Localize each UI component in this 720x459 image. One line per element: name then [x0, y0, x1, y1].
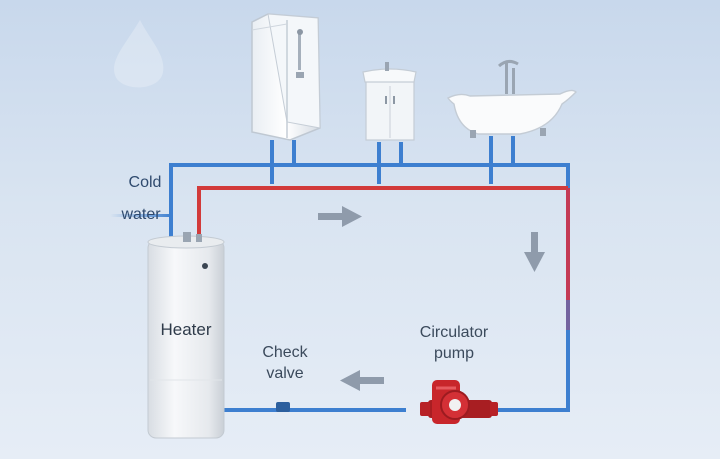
cold-pipes [110, 136, 570, 412]
check-valve-icon [276, 402, 290, 412]
cold-water-label-line1: Cold [128, 174, 162, 191]
background-drop-icon [114, 20, 164, 88]
flow-arrow-down [524, 232, 545, 272]
flow-arrow-left [340, 370, 384, 391]
shower-icon [251, 13, 321, 141]
check-valve-label-line2: valve [266, 365, 304, 382]
circulator-pump-label-line1: Circulator [419, 324, 489, 341]
bathtub-icon [446, 59, 577, 138]
circulator-pump-label-line2: pump [433, 345, 475, 362]
hot-pipes [197, 186, 570, 330]
flow-arrow-right [318, 206, 362, 227]
cold-water-label-line2: water [121, 206, 161, 223]
water-heater-tank [147, 232, 225, 439]
heater-label: Heater [160, 320, 212, 339]
cold-inlet-line [110, 214, 172, 217]
check-valve-label-line1: Check [262, 344, 308, 361]
sink-cabinet-icon [362, 62, 417, 141]
circulator-pump-icon [420, 380, 498, 424]
